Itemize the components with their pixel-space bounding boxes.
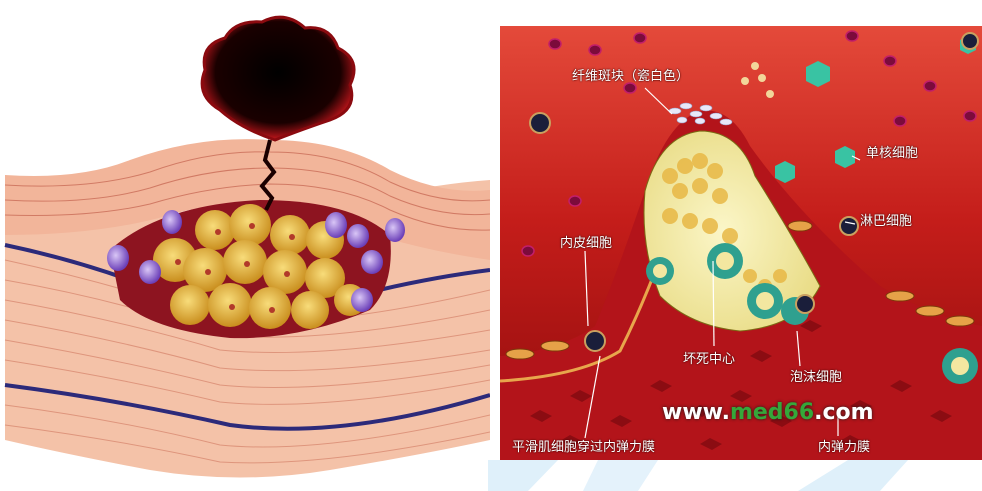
label-foam-cell: 泡沫细胞 — [790, 370, 842, 385]
label-lymphocyte: 淋巴细胞 — [860, 214, 912, 229]
atherosclerosis-diagram: 纤维斑块（瓷白色） 单核细胞 淋巴细胞 内皮细胞 坏死中心 泡沫细胞 平滑肌细胞… — [500, 26, 982, 460]
label-smooth-muscle: 平滑肌细胞穿过内弹力膜 — [512, 440, 655, 455]
watermark-prefix: www. — [662, 400, 730, 425]
thrombus — [202, 17, 354, 140]
label-endothelial-cell: 内皮细胞 — [560, 236, 612, 251]
ruptured-plaque-illustration — [0, 0, 490, 491]
watermark-highlight: med66 — [730, 400, 814, 425]
ruptured-plaque-icon — [0, 0, 490, 491]
decorative-shapes-icon — [488, 460, 982, 491]
label-internal-elastic-membrane: 内弹力膜 — [818, 440, 870, 455]
watermark-suffix: .com — [814, 400, 873, 425]
watermark: www.med66.com — [662, 400, 874, 425]
label-fibrous-plaque: 纤维斑块（瓷白色） — [572, 69, 689, 84]
bottom-decoration — [488, 460, 982, 491]
label-monocyte: 单核细胞 — [866, 146, 918, 161]
label-necrotic-core: 坏死中心 — [683, 352, 735, 367]
